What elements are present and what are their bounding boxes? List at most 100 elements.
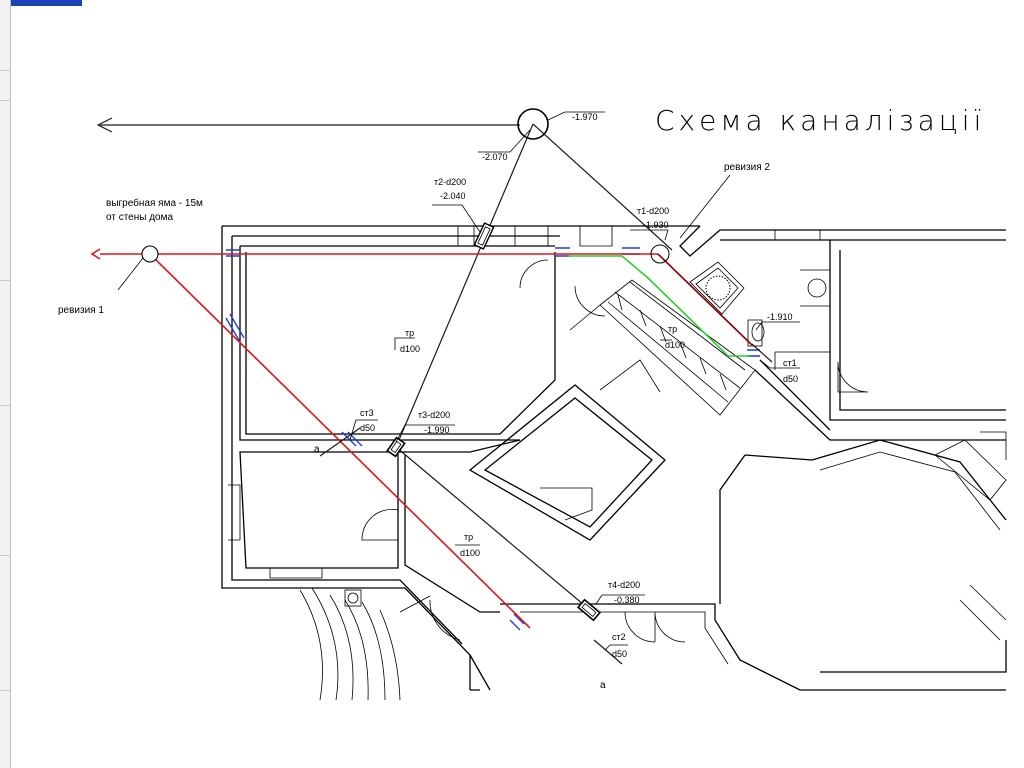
- stair-treads: [607, 281, 746, 403]
- annotations: -1.970 -2.070 т2-d200 -2.040 выгребная я…: [58, 112, 798, 691]
- window-mark: [226, 249, 240, 257]
- central-room: [468, 384, 666, 541]
- door-arc: [837, 361, 869, 393]
- stair-landing: [569, 304, 661, 393]
- manhole-m4-icon: [576, 598, 602, 622]
- octagon-bottom: [820, 640, 1007, 673]
- double-door-arc: [624, 611, 686, 643]
- main-manhole-icon: [517, 108, 549, 140]
- window-mark: [622, 247, 640, 255]
- sink-counter: [800, 269, 830, 307]
- outer-wall-right-top: [679, 225, 1006, 257]
- window-mark: [225, 313, 245, 343]
- garden-paths: [299, 587, 401, 701]
- leader-rev2: [679, 174, 731, 239]
- octagon-left: [719, 454, 813, 604]
- room2-window: [269, 568, 323, 579]
- shower-icon: [689, 261, 745, 315]
- room2-side-window: [228, 484, 241, 541]
- label-m1: т1-d200: [637, 206, 669, 216]
- label-rev2: ревизия 2: [724, 162, 770, 173]
- label-elev-top: -1.970: [572, 112, 598, 122]
- leader-ctr1: [755, 321, 800, 331]
- windows: [225, 247, 760, 631]
- label-ctr1-elev: -1.910: [767, 312, 793, 322]
- window-title-bar: [0, 0, 82, 6]
- octagon-inner: [819, 451, 1001, 531]
- label-ct2-d: d50: [612, 649, 627, 659]
- toilet-bowl-icon: [751, 322, 765, 342]
- label-pit2: от стены дома: [106, 212, 173, 223]
- manhole-m2-icon: [473, 222, 495, 250]
- label-m2-elev: -2.040: [440, 191, 466, 201]
- drawing-title: Схема каналізації: [655, 104, 985, 137]
- wall-niches: [457, 226, 821, 247]
- label-tp3-d: d100: [460, 548, 480, 558]
- label-tp2: тр: [668, 324, 677, 334]
- label-tp2-d: d100: [665, 340, 685, 350]
- sewer-network: [90, 108, 800, 665]
- octagon-wall: [811, 439, 1007, 521]
- leader-tp1: [394, 337, 415, 350]
- label-rev1: ревизия 1: [58, 305, 104, 316]
- leader-elev-top2: [478, 129, 531, 153]
- leader-m2: [432, 204, 481, 233]
- central-room-door: [540, 487, 593, 521]
- riser-ct1-mark: [751, 343, 773, 363]
- leader-ct2: [604, 644, 628, 651]
- window-mark: [747, 349, 760, 357]
- bay-wall: [469, 654, 491, 691]
- octagon-niche: [934, 439, 1007, 501]
- window-mark: [555, 247, 570, 257]
- scrollbar-segment: [0, 70, 10, 71]
- door-arc: [361, 509, 399, 541]
- scrollbar-segment: [0, 555, 10, 556]
- outflow-arrow-head: [96, 117, 113, 133]
- scrollbar-segment: [0, 405, 10, 406]
- trunk-m3: [395, 123, 534, 448]
- central-room-inner: [483, 397, 653, 528]
- label-a1: а: [314, 444, 320, 455]
- corridor-wall: [398, 439, 521, 453]
- manhole-m3-icon: [386, 436, 406, 458]
- label-m3: т3-d200: [418, 410, 450, 420]
- bathroom-wall: [829, 240, 1006, 421]
- label-m4-elev: -0.380: [614, 595, 640, 605]
- leader-ct3: [349, 419, 378, 441]
- bathroom-inner: [839, 250, 1006, 411]
- red-diagonal-pipe: [149, 253, 531, 629]
- room2-wall: [239, 451, 399, 569]
- octagon-corner: [959, 584, 1007, 641]
- red-arrow-head: [90, 248, 101, 260]
- label-ct1: ст1: [783, 358, 797, 368]
- label-elev-top2: -2.070: [482, 152, 508, 162]
- vertical-scrollbar[interactable]: [0, 0, 11, 768]
- label-ct2: ст2: [612, 632, 626, 642]
- room1-wall: [239, 246, 520, 441]
- lower-hall-inner: [520, 611, 729, 665]
- label-ct1-d: d50: [783, 374, 798, 384]
- column-base: [347, 592, 359, 604]
- wc-partition: [774, 351, 830, 370]
- trunk-m1: [532, 123, 673, 251]
- label-pit: выгребная яма - 15м: [106, 197, 203, 209]
- scrollbar-segment: [0, 280, 10, 281]
- floor-plan: [221, 225, 1007, 701]
- riser-ct3-mark: [319, 427, 361, 457]
- column-icon: [344, 589, 362, 607]
- leader-ct1: [759, 359, 800, 369]
- corridor-lower: [404, 455, 500, 613]
- revision-1-icon: [141, 245, 159, 263]
- leader-m1: [630, 229, 669, 241]
- red-branch-pipe: [657, 253, 753, 346]
- leader-rev1: [117, 257, 144, 291]
- revision-2-icon: [650, 244, 670, 264]
- trunk-m4: [395, 446, 591, 611]
- scrollbar-segment: [0, 100, 10, 101]
- scrollbar-segment: [0, 690, 10, 691]
- label-tp1: тр: [405, 328, 414, 338]
- lower-hall-wall: [500, 603, 1006, 691]
- label-m1-elev: -1.930: [643, 220, 669, 230]
- label-m2: т2-d200: [434, 177, 466, 187]
